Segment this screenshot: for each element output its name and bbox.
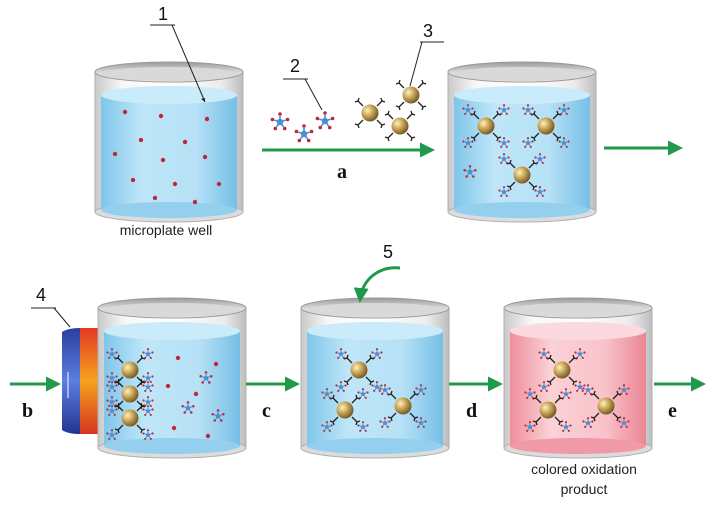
callout-4-label: 4 [36, 285, 46, 305]
callout-1: 1 [150, 4, 206, 103]
captured-complexes [106, 348, 226, 440]
arrow-step-d: d [449, 376, 503, 422]
microplate-well-4 [300, 297, 450, 459]
callout-3-label: 3 [423, 21, 433, 41]
antigen-reagents [269, 110, 336, 144]
step-c-label: c [262, 400, 271, 422]
callout-3: 3 [409, 21, 444, 87]
microplate-well-5 [503, 297, 653, 459]
microplate-well-3 [97, 297, 247, 459]
step-b-label: b [22, 400, 33, 422]
microplate-well-caption: microplate well [120, 222, 213, 238]
arrow-step-a: a [262, 142, 435, 183]
callout-2: 2 [283, 56, 323, 111]
antigen-particles [112, 109, 222, 205]
arrow-step-e: e [654, 376, 706, 422]
callout-5-label: 5 [383, 242, 393, 262]
callout-5-substrate-arrow: 5 [353, 242, 401, 303]
callout-2-label: 2 [290, 56, 300, 76]
arrow-step-b: b [10, 376, 61, 422]
step-d-label: d [466, 400, 477, 422]
magnetic-bead-reagents [354, 79, 427, 142]
callout-4: 4 [31, 285, 71, 328]
step-a-label: a [337, 161, 347, 183]
arrow-step-c: c [246, 376, 300, 422]
colored-product-caption-line2: product [561, 481, 608, 497]
callout-1-label: 1 [158, 4, 168, 24]
magnet [62, 328, 102, 434]
microplate-well-1 [94, 61, 244, 223]
step-e-label: e [668, 400, 677, 422]
microplate-well-2 [447, 61, 597, 223]
colored-product-caption-line1: colored oxidation [531, 461, 637, 477]
